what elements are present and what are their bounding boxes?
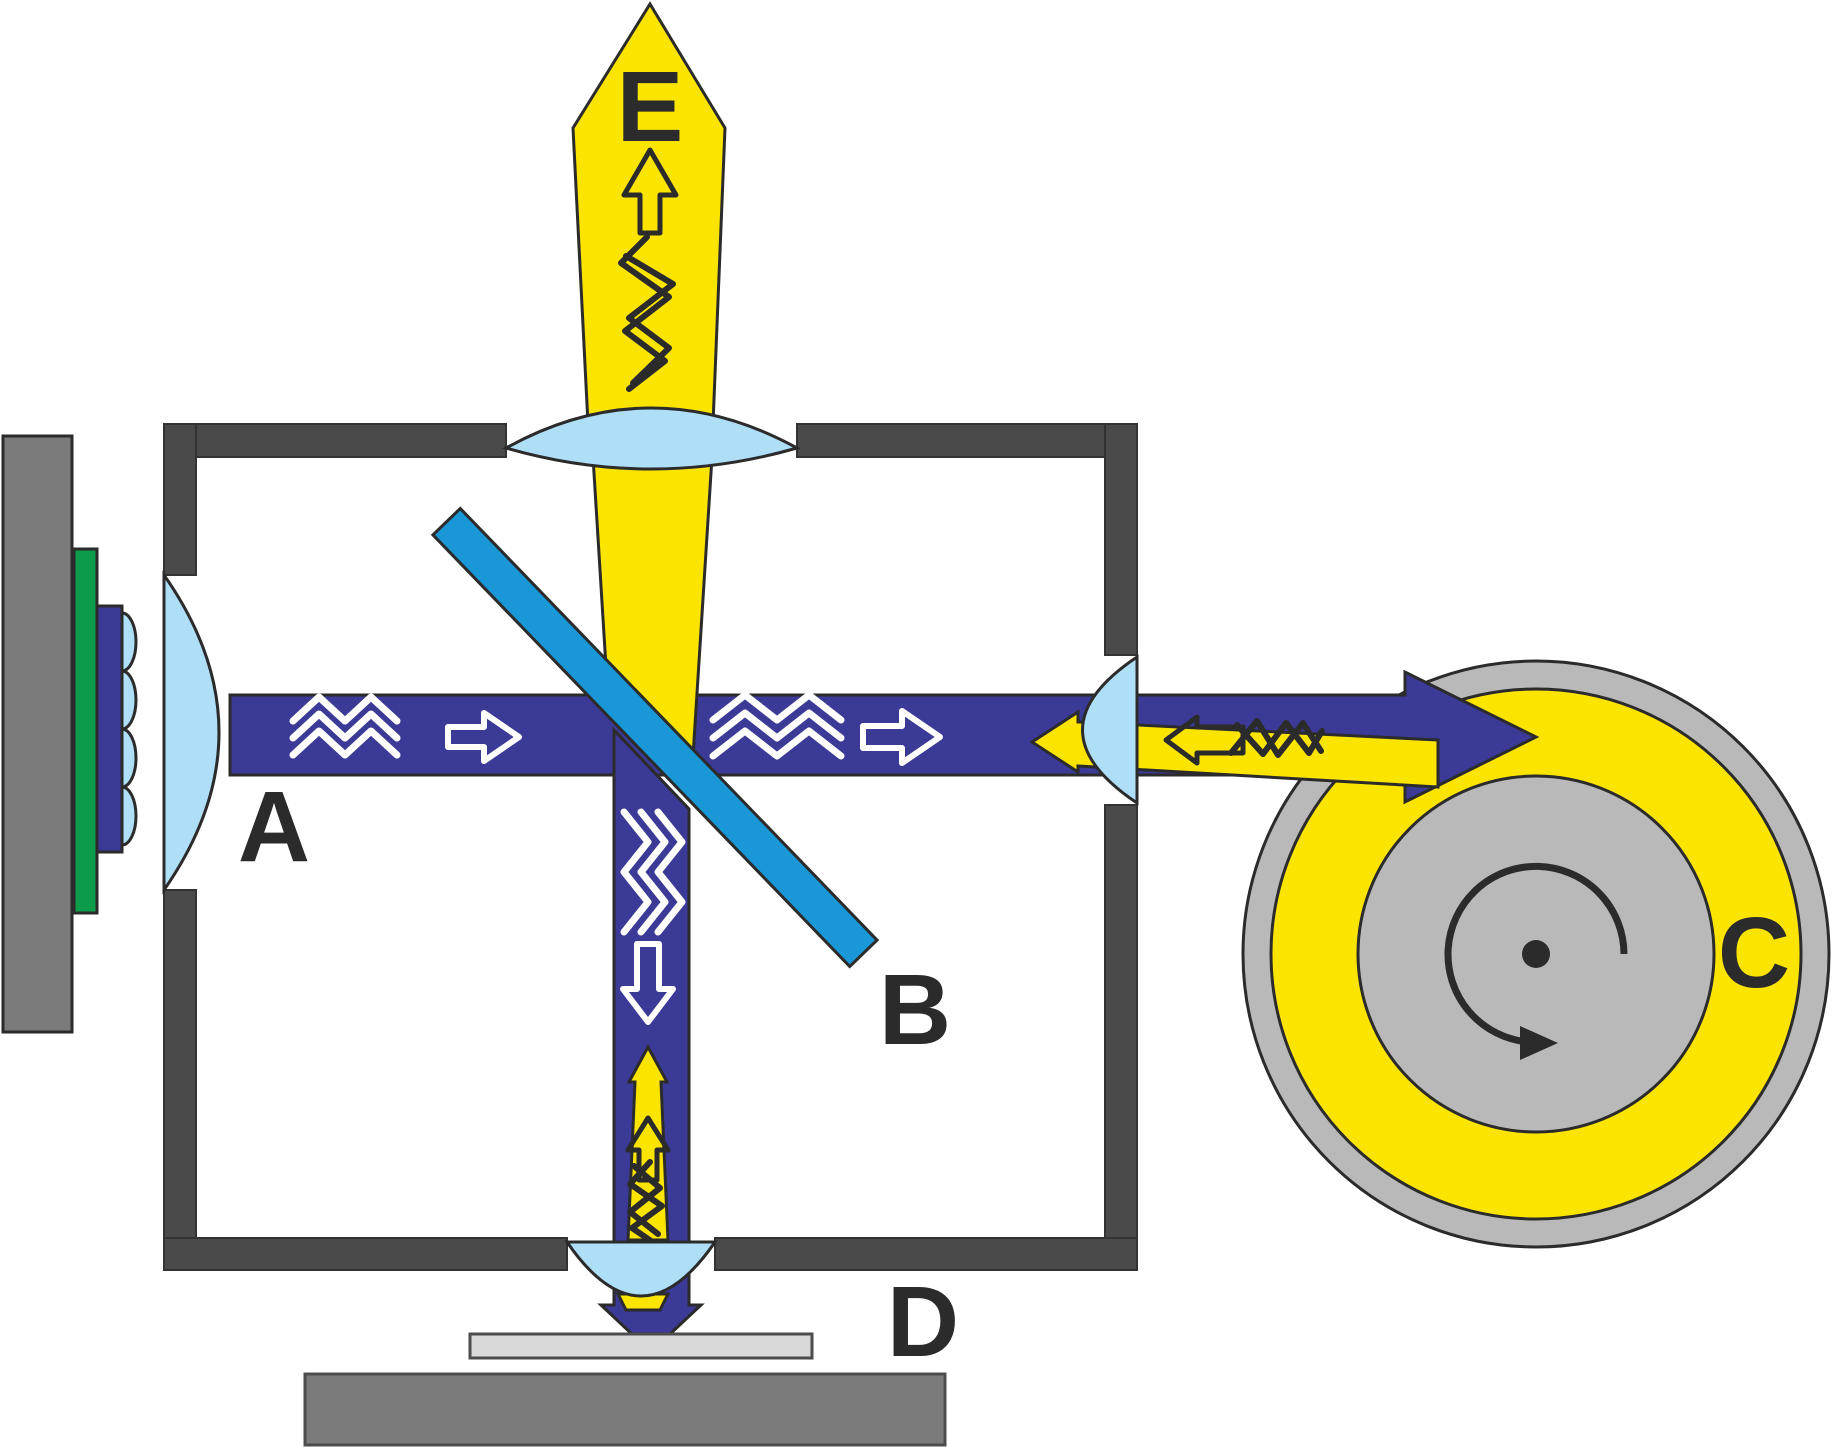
emitter-bump bbox=[120, 611, 138, 673]
focusing-lens-right bbox=[1081, 654, 1139, 806]
rotation-arrow-head bbox=[1520, 1026, 1558, 1060]
reflected-beam-down bbox=[597, 726, 705, 1355]
frame-left-lower bbox=[163, 889, 197, 1271]
wave-symbol-down bbox=[620, 808, 686, 936]
up-arrow-icon bbox=[625, 1115, 671, 1183]
collimating-lens-left bbox=[162, 570, 221, 895]
wheel-axis-dot bbox=[1522, 940, 1550, 968]
label-beamsplitter: B bbox=[879, 954, 951, 1066]
emitter-bump bbox=[120, 785, 138, 847]
housing-frame bbox=[163, 423, 1138, 1271]
wave-symbol-right bbox=[709, 691, 845, 760]
frame-left-upper bbox=[163, 423, 197, 576]
incoherent-squiggle bbox=[618, 234, 676, 392]
label-wheel: C bbox=[1718, 897, 1790, 1009]
right-arrow-icon bbox=[860, 708, 943, 766]
focusing-lens-bottom bbox=[564, 1240, 718, 1298]
coherent-wave-symbols bbox=[289, 691, 943, 1025]
frame-right-lower bbox=[1104, 804, 1138, 1271]
heatsink bbox=[1, 434, 74, 1034]
frame-bottom-right bbox=[714, 1237, 1138, 1271]
up-arrow-icon bbox=[621, 147, 679, 236]
output-lens-top bbox=[502, 406, 801, 471]
incoherent-squiggle bbox=[627, 1159, 665, 1246]
emitter-bump bbox=[120, 669, 138, 731]
incoherent-squiggle bbox=[1228, 718, 1325, 758]
base-slab bbox=[303, 1372, 947, 1447]
frame-top-right bbox=[796, 423, 1138, 458]
emitter-bump bbox=[120, 727, 138, 789]
label-pump-beam: A bbox=[238, 771, 310, 883]
rotation-arrow-arc bbox=[1444, 862, 1628, 1046]
return-beam-up-small bbox=[625, 1043, 671, 1246]
label-output-beam: E bbox=[617, 51, 684, 163]
right-arrow-icon bbox=[445, 710, 522, 764]
wave-symbol-left bbox=[289, 693, 401, 759]
down-arrow-icon bbox=[620, 941, 676, 1025]
lenses bbox=[162, 406, 1139, 1298]
frame-right-upper bbox=[1104, 423, 1138, 656]
frame-bottom-left bbox=[163, 1237, 568, 1271]
left-arrow-icon bbox=[1163, 714, 1246, 766]
laser-diode-stack bbox=[1, 434, 138, 1034]
phosphor-wheel-c: C bbox=[1241, 659, 1831, 1249]
target-plate-d bbox=[468, 1332, 814, 1360]
diode-submount bbox=[72, 547, 99, 915]
diode-bar bbox=[95, 604, 124, 854]
label-target-plate: D bbox=[887, 1266, 959, 1378]
frame-top-left bbox=[163, 423, 507, 458]
dichroic-beamsplitter-b bbox=[430, 506, 880, 969]
